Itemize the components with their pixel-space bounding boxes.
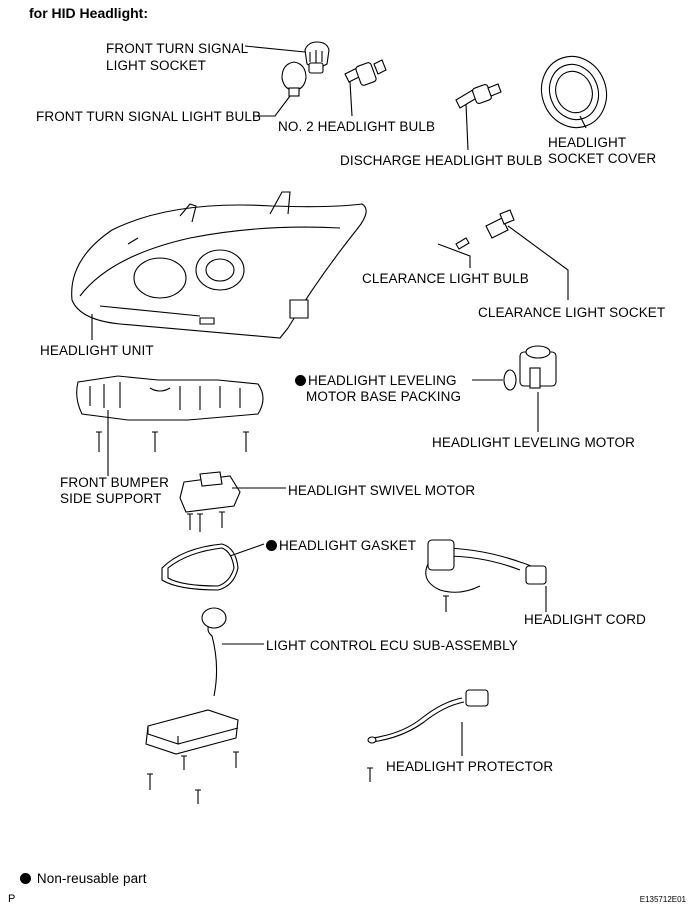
clearance-bulb-illustration (455, 237, 470, 250)
legend-non-reusable: Non-reusable part (20, 870, 147, 887)
label-headlight-unit: HEADLIGHT UNIT (40, 343, 154, 358)
leader-socket-cover (579, 115, 587, 129)
leveling-motor-illustration (519, 345, 557, 389)
bolt-protector (367, 767, 373, 782)
front-turn-signal-socket-illustration (304, 41, 330, 74)
diagram-title: for HID Headlight: (29, 5, 148, 21)
headlight-unit-illustration (71, 191, 367, 339)
swivel-motor-illustration (179, 471, 241, 513)
headlight-cord-illustration (425, 539, 547, 593)
bolts-ecu (147, 751, 239, 804)
label-front-turn-signal-socket-line1: FRONT TURN SIGNAL (106, 41, 249, 56)
label-bumper-support-line1: FRONT BUMPER (60, 475, 169, 490)
front-turn-signal-bulb-illustration (281, 61, 307, 97)
label-clearance-light-bulb: CLEARANCE LIGHT BULB (362, 271, 529, 286)
label-swivel-motor: HEADLIGHT SWIVEL MOTOR (288, 483, 476, 498)
label-discharge-headlight-bulb: DISCHARGE HEADLIGHT BULB (340, 153, 543, 168)
packing-ring-illustration (503, 369, 517, 391)
headlight-protector-illustration (367, 689, 489, 744)
label-clearance-light-socket: CLEARANCE LIGHT SOCKET (478, 305, 666, 320)
leader-discharge-bulb (465, 103, 469, 151)
bumper-side-support-illustration (76, 375, 264, 421)
label-no2-headlight-bulb: NO. 2 HEADLIGHT BULB (278, 119, 436, 134)
label-headlight-protector: HEADLIGHT PROTECTOR (386, 759, 554, 774)
socket-cover-illustration (540, 55, 608, 129)
label-leveling-packing-line2: MOTOR BASE PACKING (306, 389, 462, 404)
non-reusable-icon (295, 375, 306, 386)
gasket-illustration (161, 543, 239, 591)
figure-code: E135712E01 (639, 895, 686, 904)
label-socket-cover-line2: SOCKET COVER (548, 151, 657, 166)
label-ecu: LIGHT CONTROL ECU SUB-ASSEMBLY (266, 638, 518, 653)
bolt-cord (443, 595, 449, 612)
bolts-swivel-motor (187, 511, 225, 532)
clearance-socket-illustration (485, 209, 515, 239)
label-leveling-packing-line1: HEADLIGHT LEVELING (295, 372, 457, 389)
bolts-bumper-support (96, 431, 249, 452)
leader-clearance-bulb (437, 243, 471, 268)
label-gasket: HEADLIGHT GASKET (266, 537, 416, 554)
leader-turn-bulb (258, 95, 291, 117)
label-front-turn-signal-socket-line2: LIGHT SOCKET (106, 58, 206, 73)
leader-no2-bulb (349, 81, 353, 117)
label-bumper-support-line2: SIDE SUPPORT (60, 491, 162, 506)
ecu-illustration (145, 607, 239, 755)
leader-turn-socket (244, 45, 306, 53)
non-reusable-legend-icon (20, 873, 31, 884)
leader-clearance-socket (507, 225, 569, 300)
no2-headlight-bulb-illustration (344, 59, 387, 86)
label-socket-cover-line1: HEADLIGHT (548, 135, 627, 150)
label-leveling-motor: HEADLIGHT LEVELING MOTOR (432, 435, 635, 450)
label-front-turn-signal-bulb: FRONT TURN SIGNAL LIGHT BULB (36, 109, 262, 124)
label-headlight-cord: HEADLIGHT CORD (524, 612, 646, 627)
footer-mark: P (8, 893, 16, 905)
leader-gasket (229, 543, 265, 557)
discharge-headlight-bulb-illustration (455, 83, 502, 109)
non-reusable-icon (266, 540, 277, 551)
